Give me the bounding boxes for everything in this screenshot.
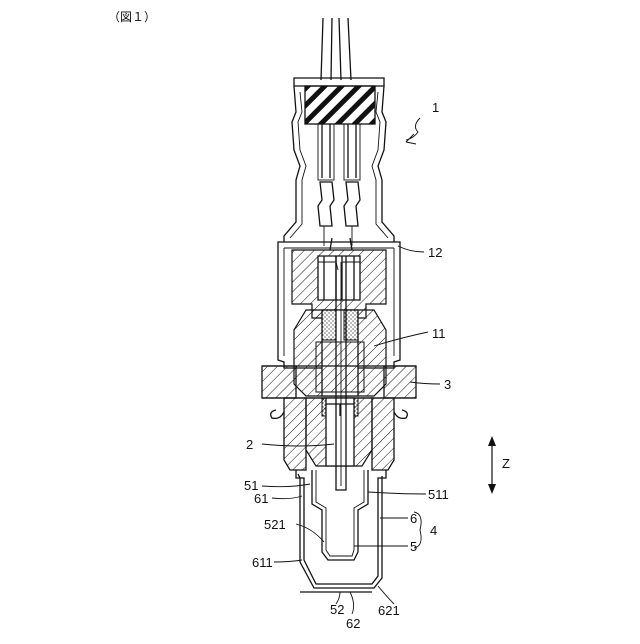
label-ref-2: 2: [246, 437, 253, 452]
label-ref-4: 4: [430, 523, 437, 538]
label-ref-611: 611: [252, 555, 273, 570]
label-ref-3: 3: [444, 377, 451, 392]
z-direction-arrow: [488, 436, 496, 494]
rubber-bush: [294, 78, 384, 124]
label-ref-12: 12: [428, 245, 442, 260]
lead-wires: [321, 18, 351, 80]
label-ref-61: 61: [254, 491, 268, 506]
inner-insulator-11: [294, 310, 386, 396]
label-ref-52: 52: [330, 602, 344, 617]
protection-cover: [296, 470, 386, 592]
label-ref-6: 6: [410, 511, 417, 526]
label-ref-z: Z: [502, 456, 510, 471]
label-ref-1: 1: [432, 100, 439, 115]
figure-caption: （図１）: [108, 8, 156, 25]
label-ref-521: 521: [264, 517, 286, 532]
label-ref-5: 5: [410, 539, 417, 554]
label-ref-621: 621: [378, 603, 400, 618]
label-ref-511: 511: [428, 487, 449, 502]
label-ref-11: 11: [432, 326, 446, 341]
inner-lower-insulator: [306, 398, 372, 466]
insulator-upper: [292, 250, 386, 318]
wire-connectors: [318, 124, 360, 246]
label-ref-62: 62: [346, 616, 360, 631]
